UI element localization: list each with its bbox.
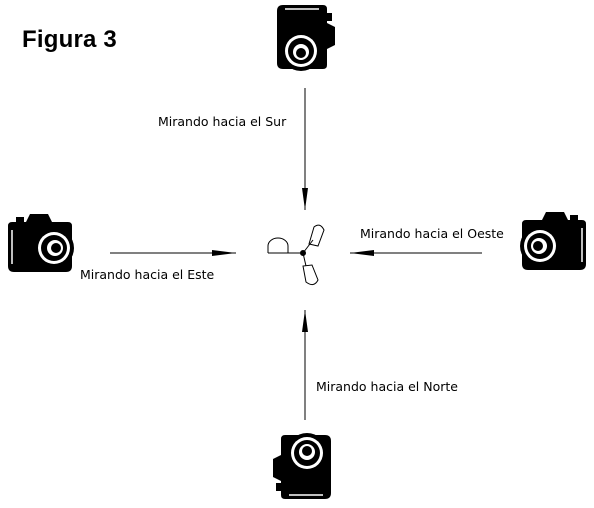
figure-title: Figura 3 <box>22 26 117 53</box>
camera-icon-east <box>519 211 587 271</box>
arrow-from-north <box>302 88 308 210</box>
label-east-camera: Mirando hacia el Oeste <box>360 226 504 241</box>
label-north-camera: Mirando hacia el Sur <box>158 114 287 129</box>
arrow-from-south <box>302 310 308 420</box>
label-south-camera: Mirando hacia el Norte <box>316 379 458 394</box>
arrow-from-west <box>110 250 236 256</box>
arrow-from-east <box>350 250 482 256</box>
camera-icon-south <box>272 432 332 500</box>
camera-icon-west <box>7 213 75 273</box>
label-west-camera: Mirando hacia el Este <box>80 267 215 282</box>
camera-icon-north <box>276 4 336 72</box>
tripod-icon <box>267 224 325 286</box>
